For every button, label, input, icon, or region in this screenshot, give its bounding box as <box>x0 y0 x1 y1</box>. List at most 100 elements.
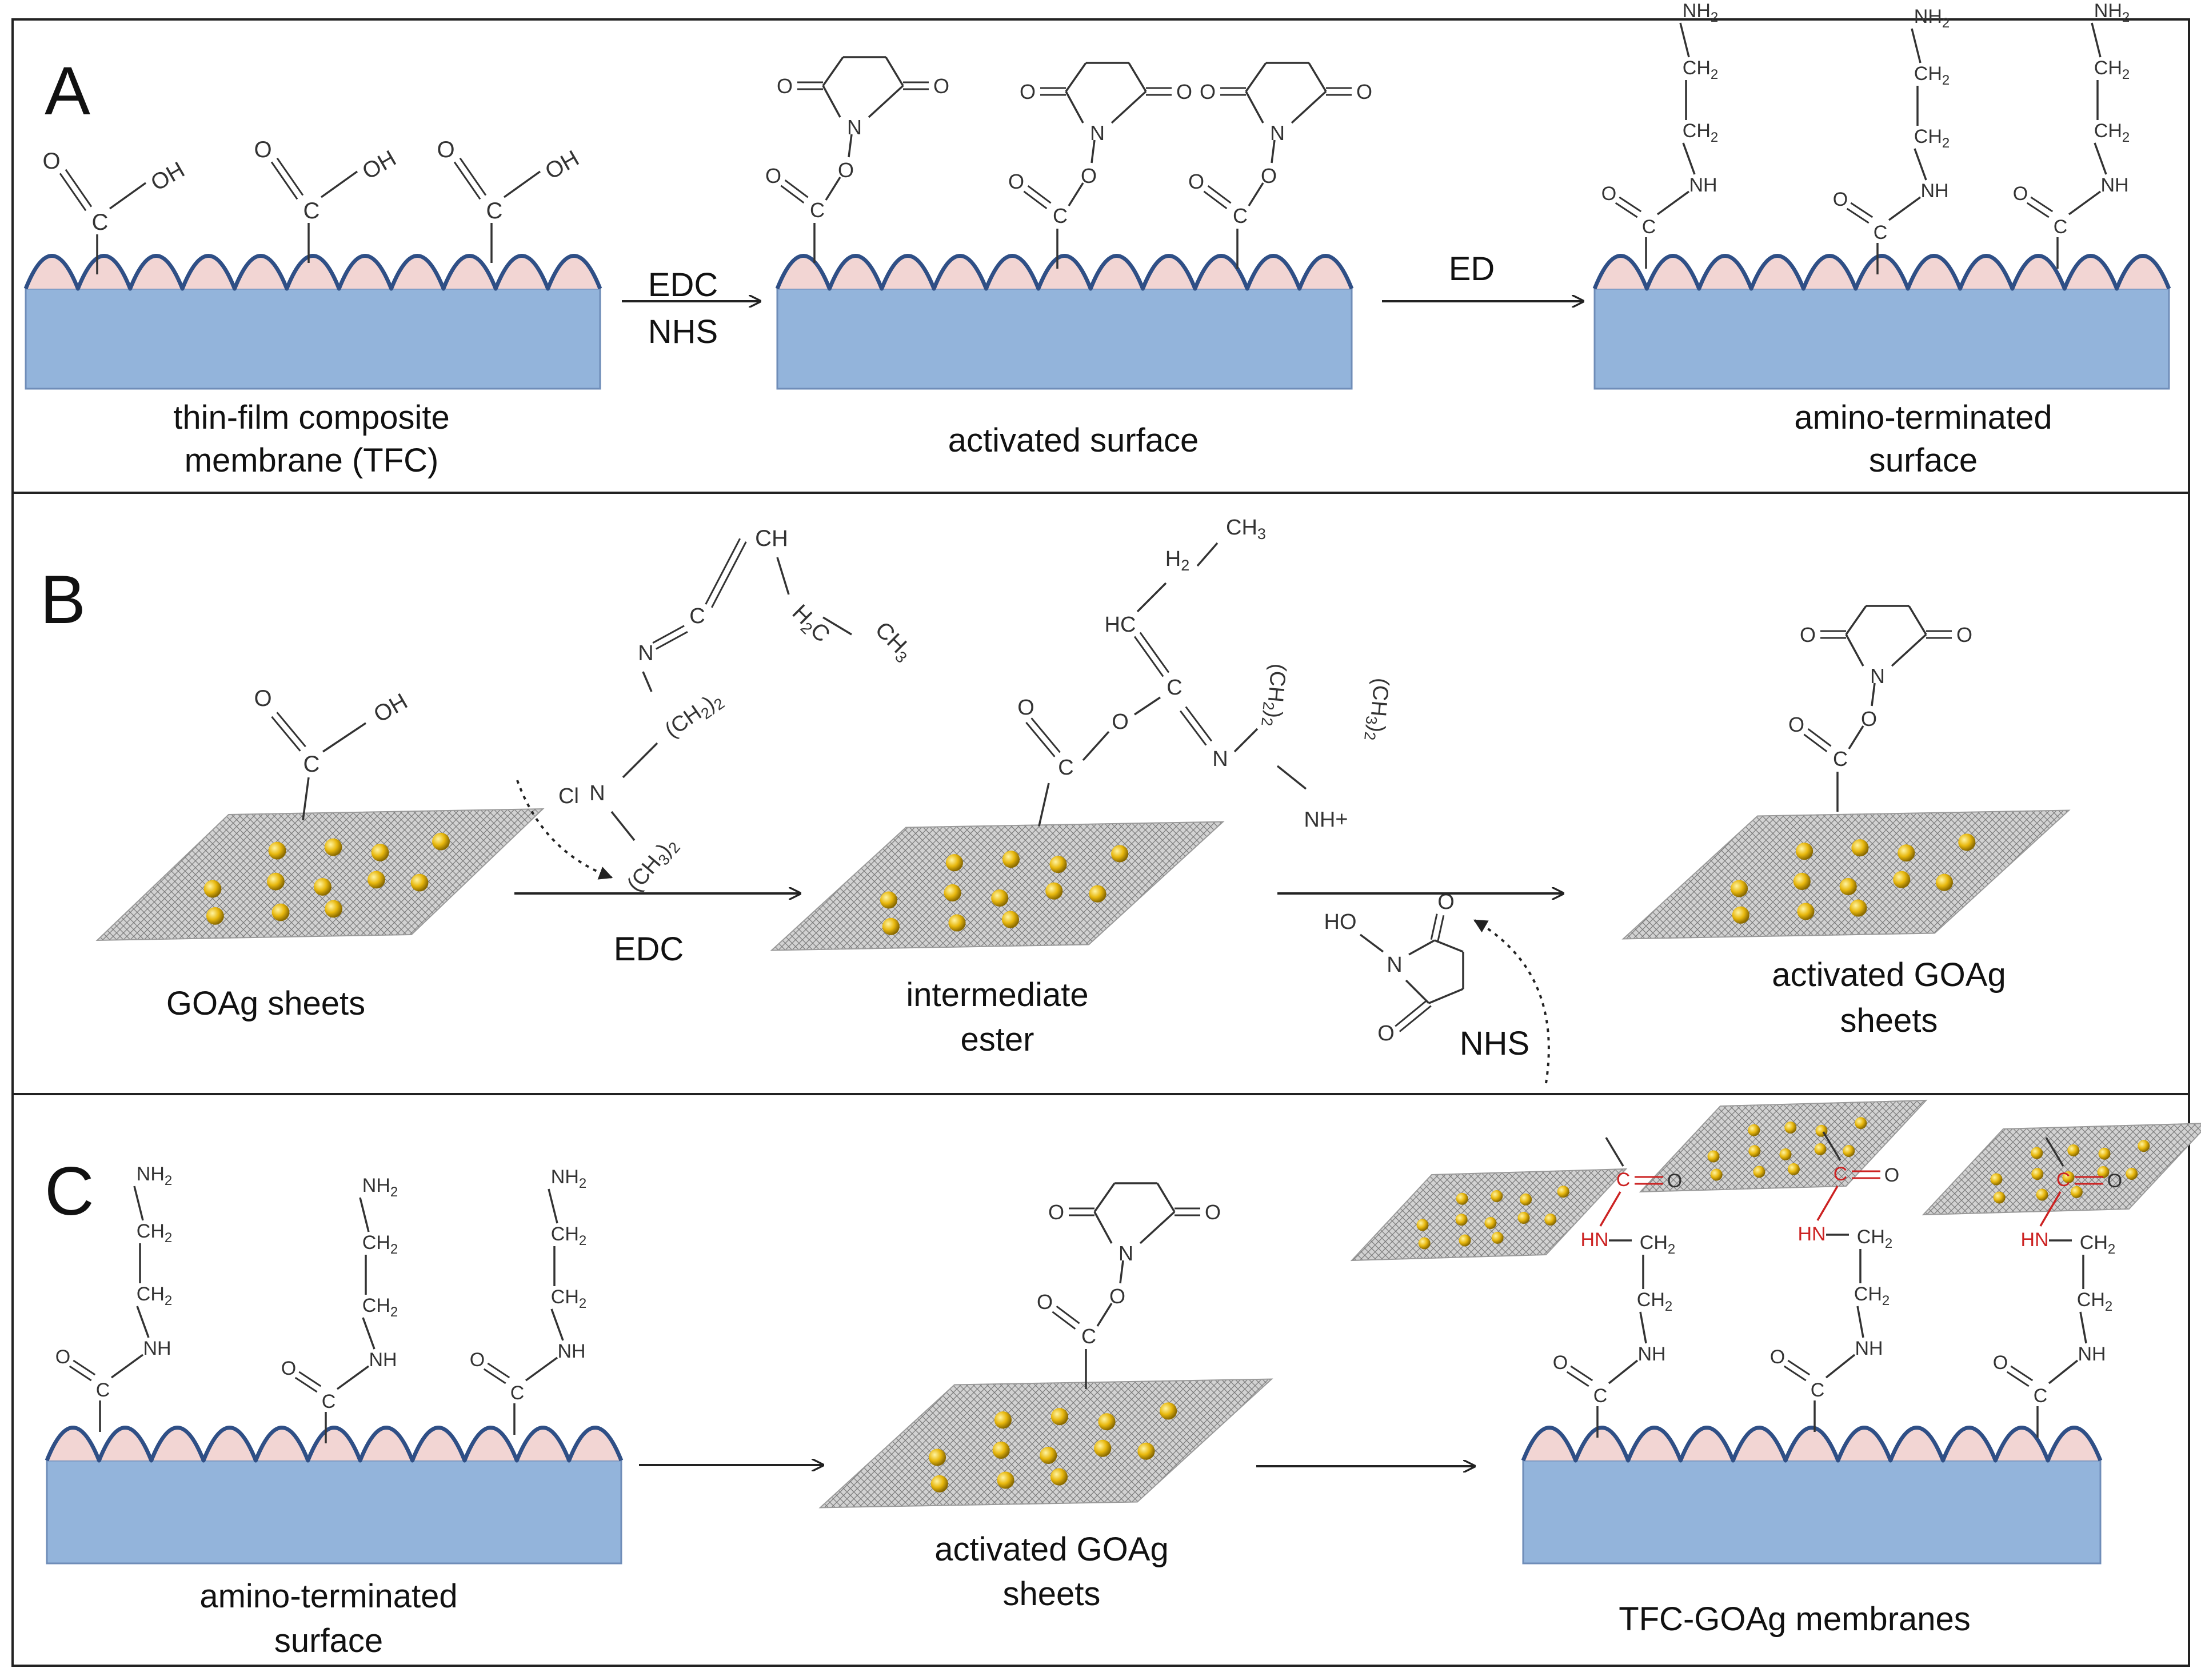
atom-label: O <box>1833 189 1848 210</box>
atom-label: O <box>1800 623 1816 647</box>
double-bond <box>2026 202 2050 218</box>
atom-label: C <box>1593 1385 1608 1407</box>
bond <box>133 1186 144 1221</box>
double-bond <box>276 712 306 748</box>
silver-nanoparticle <box>1484 1217 1497 1229</box>
silver-nanoparticle <box>1748 1145 1761 1158</box>
panel-letter-b: B <box>40 561 86 638</box>
atom-label: C <box>1167 676 1182 700</box>
panel-c-middle-caption-line1: activated GOAg <box>934 1531 1168 1568</box>
double-bond <box>1133 636 1164 677</box>
bond <box>1848 725 1864 749</box>
atom-label: CH2 <box>1683 120 1718 145</box>
atom-label: C <box>1642 216 1656 238</box>
silver-nanoparticle <box>2031 1168 2044 1180</box>
silver-nanoparticle <box>314 878 331 896</box>
membrane-support <box>1593 288 2170 390</box>
atom-label: CH2 <box>1914 63 1950 88</box>
bond <box>1308 62 1327 92</box>
bond <box>822 56 844 87</box>
silver-nanoparticle <box>1851 839 1869 857</box>
bond <box>1359 933 1384 953</box>
bond <box>1914 148 1927 181</box>
silver-nanoparticle <box>1517 1212 1530 1224</box>
graphene-oxide-sheet <box>770 821 1225 951</box>
atom-label: NH <box>1637 1343 1665 1365</box>
bond <box>1911 28 1922 63</box>
atom-label: O <box>1037 1290 1053 1314</box>
bond <box>359 1197 370 1232</box>
atom-label: O <box>1020 80 1036 103</box>
panel-c-middle-caption-line2: sheets <box>1003 1575 1101 1613</box>
silver-nanoparticle <box>1544 1214 1557 1226</box>
atom-label: N <box>638 641 653 665</box>
membrane-wave-surface <box>775 254 1354 291</box>
atom-label: N <box>1870 664 1885 688</box>
atom-label: C <box>303 752 320 777</box>
bond <box>336 1365 370 1390</box>
silver-nanoparticle <box>1707 1150 1720 1163</box>
silver-nanoparticle <box>1098 1413 1116 1431</box>
atom-label: C <box>2054 216 2068 238</box>
double-bond <box>1619 196 1642 213</box>
double-bond <box>459 157 487 196</box>
bond <box>2068 190 2102 216</box>
double-bond <box>1807 728 1832 747</box>
bond <box>1428 988 1464 1004</box>
panel-b-nhs-label: NHS <box>1460 1025 1529 1062</box>
bond <box>2091 22 2102 58</box>
panel-a-middle-caption: activated surface <box>948 422 1199 459</box>
silver-nanoparticle <box>994 1411 1012 1429</box>
atom-label: O <box>933 74 949 98</box>
silver-nanoparticle <box>1898 844 1915 862</box>
silver-nanoparticle <box>1814 1143 1827 1155</box>
atom-label: CH3 <box>868 617 918 667</box>
bond <box>548 1188 558 1224</box>
double-bond <box>1787 1359 1811 1376</box>
bond <box>503 170 541 198</box>
atom-label: O <box>1109 1284 1125 1308</box>
silver-nanoparticle <box>1855 1117 1867 1130</box>
silver-nanoparticle <box>203 880 222 898</box>
atom-label: N <box>1119 1242 1133 1265</box>
atom-label: (CH2)2 <box>1258 663 1290 728</box>
atom-label: NH2 <box>2094 0 2130 25</box>
silver-nanoparticle <box>1491 1190 1503 1202</box>
atom-label: CH2 <box>362 1295 398 1320</box>
bond <box>1599 1191 1621 1227</box>
bond <box>822 85 841 118</box>
panel-a-left-caption-line2: membrane (TFC) <box>185 442 439 479</box>
silver-nanoparticle <box>1993 1191 2006 1204</box>
silver-nanoparticle <box>1050 1408 1068 1426</box>
double-bond <box>1395 1000 1428 1027</box>
atom-label: CH2 <box>2077 1289 2112 1314</box>
double-bond <box>1056 1305 1080 1324</box>
bond <box>1822 1131 1842 1161</box>
silver-nanoparticle <box>1935 873 1953 891</box>
double-bond <box>1430 913 1438 940</box>
atom-label: C <box>2034 1385 2048 1407</box>
membrane-panel-a-activated <box>775 254 1354 390</box>
double-bond <box>780 185 805 203</box>
double-bond <box>69 1365 92 1382</box>
atom-label: O <box>1956 623 1972 647</box>
atom-label: O <box>55 1346 70 1368</box>
bond <box>1119 1260 1124 1284</box>
atom-label: CH2 <box>362 1232 398 1257</box>
membrane-wave-surface <box>1521 1426 2103 1463</box>
bond <box>1156 1183 1176 1212</box>
membranes <box>23 254 2171 1565</box>
double-bond <box>73 1359 96 1376</box>
silver-nanoparticle <box>325 900 342 918</box>
bond <box>1434 939 1464 953</box>
silver-nanoparticle <box>2067 1144 2080 1156</box>
bond <box>642 671 653 692</box>
atom-label: HO <box>1324 910 1357 934</box>
